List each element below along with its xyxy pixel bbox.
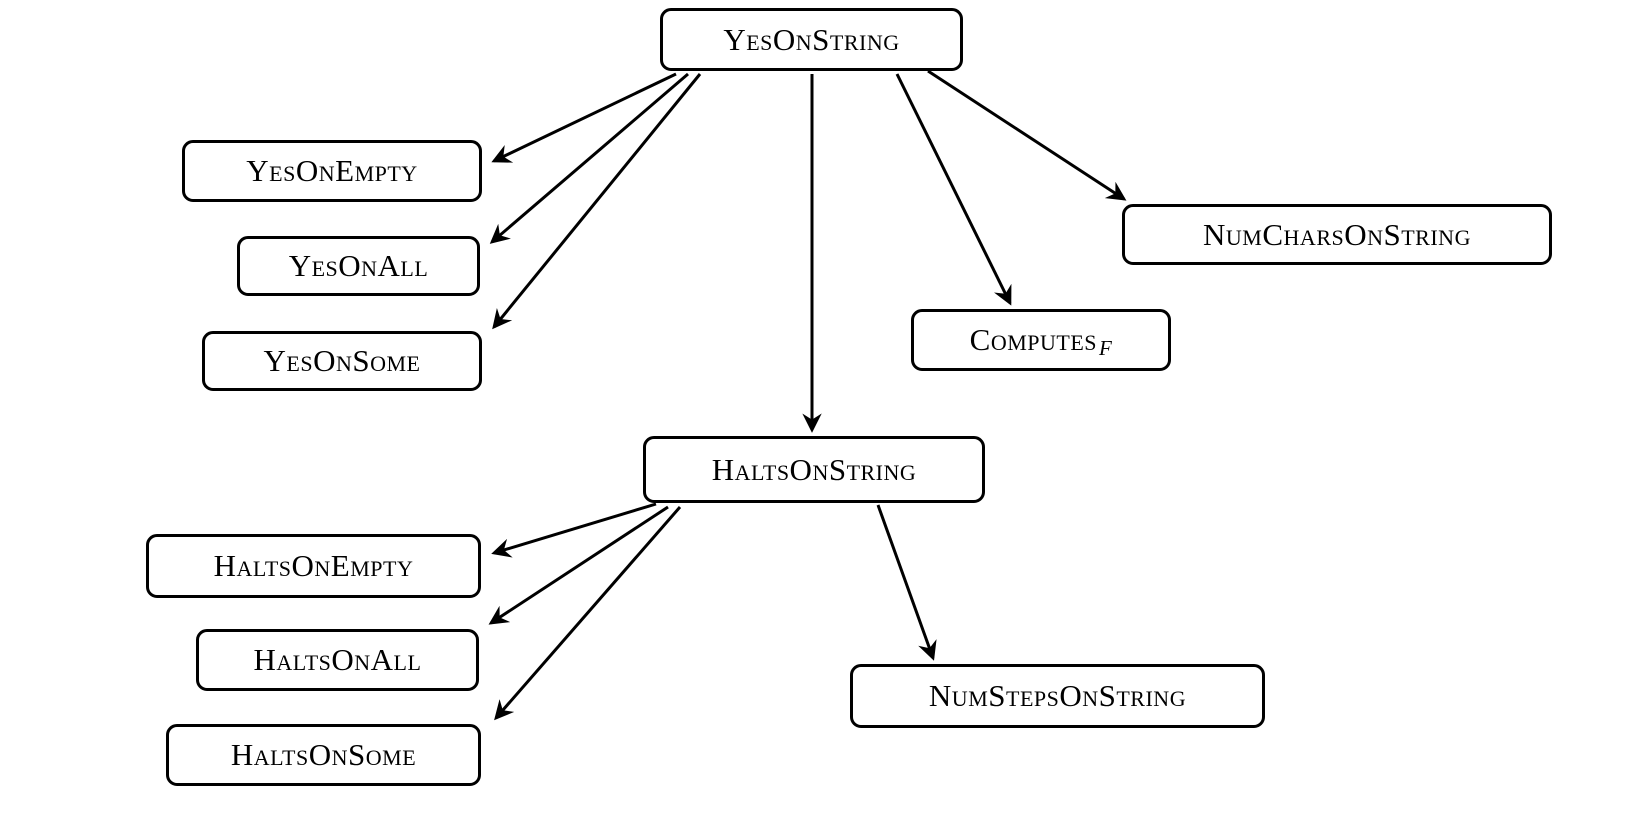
node-yes-on-string: YesOnString [660,8,963,71]
node-yes-on-empty-label: YesOnEmpty [246,153,418,188]
node-halts-on-some: HaltsOnSome [166,724,481,786]
node-halts-on-all-label: HaltsOnAll [253,642,422,677]
node-num-chars-on-string: NumCharsOnString [1122,204,1552,265]
arrow-yesonstring-to-yesonempty [491,72,677,163]
arrow-yesonstring-to-numcharsonstring [927,69,1127,201]
node-halts-on-empty-label: HaltsOnEmpty [213,548,414,583]
node-yes-on-some-label: YesOnSome [263,343,421,378]
node-computes-f: Computes F [911,309,1171,371]
node-computes-f-label: Computes [969,322,1098,357]
arrow-haltsonstring-to-haltsonall [488,505,669,625]
node-halts-on-all: HaltsOnAll [196,629,479,691]
arrow-haltsonstring-to-numstepsonstring [876,504,937,661]
node-yes-on-all-label: YesOnAll [288,248,429,283]
node-yes-on-string-label: YesOnString [723,21,900,57]
arrow-haltsonstring-to-haltsonsome [494,506,682,721]
arrow-yesonstring-to-yesonsome [492,73,702,330]
node-num-steps-on-string: NumStepsOnString [850,664,1265,728]
arrow-yesonstring-to-computesf [895,73,1012,306]
node-halts-on-string-label: HaltsOnString [711,451,917,487]
node-halts-on-empty: HaltsOnEmpty [146,534,481,598]
node-halts-on-some-label: HaltsOnSome [230,737,417,772]
node-num-chars-on-string-label: NumCharsOnString [1203,216,1471,252]
arrow-haltsonstring-to-haltsonempty [491,502,657,558]
node-num-steps-on-string-label: NumStepsOnString [928,678,1187,713]
arrow-yesonstring-to-yesonall [489,72,689,244]
node-yes-on-empty: YesOnEmpty [182,140,482,202]
node-halts-on-string: HaltsOnString [643,436,985,503]
node-yes-on-some: YesOnSome [202,331,482,391]
node-computes-f-subscript: F [1099,335,1113,360]
node-yes-on-all: YesOnAll [237,236,480,296]
